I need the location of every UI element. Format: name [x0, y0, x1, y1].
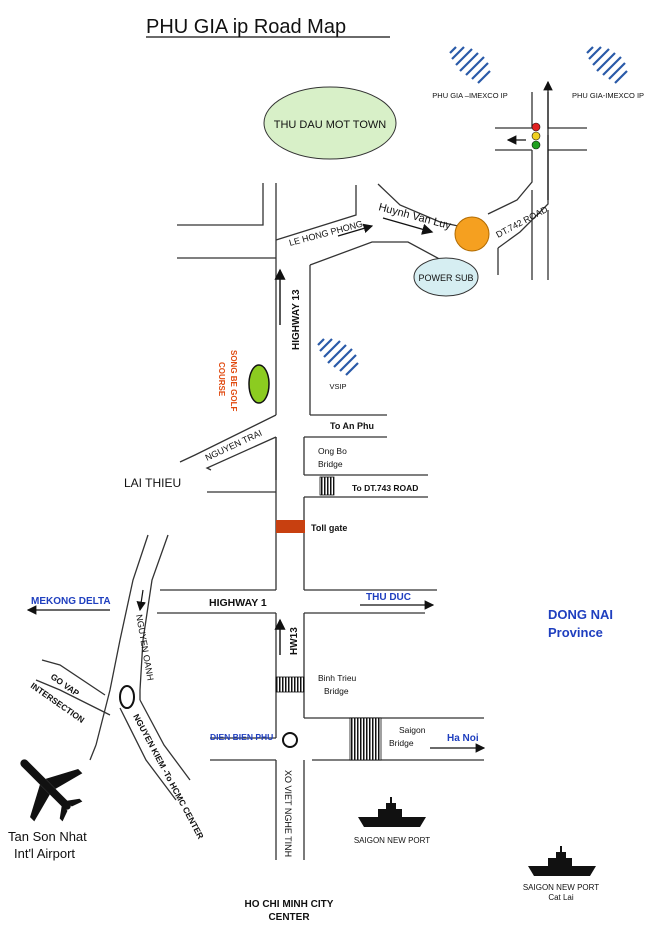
- thu-dau-mot-town-label: THU DAU MOT TOWN: [274, 119, 387, 131]
- nguyen-kiem-label: NGUYEN KIEM -To HCMC CENTER: [131, 712, 206, 840]
- nguyen-trai-label: NGUYEN TRAI: [204, 428, 264, 463]
- mekong-delta-label: MEKONG DELTA: [31, 596, 111, 607]
- golf-course-area: [248, 364, 270, 404]
- hw13-label: HW13: [289, 627, 300, 655]
- dien-bien-phu-label: DIEN BIEN PHU: [210, 732, 273, 742]
- ship-icon: [528, 846, 596, 876]
- saigon-bridge-label: Saigon: [399, 725, 426, 735]
- phu-gia-imexco-ip-right-label: PHU GIA-IMEXCO IP: [572, 91, 644, 100]
- ong-bo-bridge-marker: [319, 476, 335, 496]
- airport-label-2: Int'l Airport: [14, 846, 75, 861]
- cat-lai-label: Cat Lai: [548, 893, 574, 902]
- toll-gate-marker: [276, 520, 305, 533]
- highway-13-label: HIGHWAY 13: [291, 289, 302, 350]
- direction-arrow-icon: [337, 223, 374, 237]
- road-network: [35, 92, 587, 860]
- power-sub-label: POWER SUB: [418, 273, 473, 283]
- dien-bien-phu-roundabout: [282, 732, 298, 748]
- thu-duc-label: THU DUC: [366, 592, 411, 603]
- ha-noi-label: Ha Noi: [447, 733, 479, 744]
- dong-nai-province-label: Province: [548, 625, 603, 640]
- roundabout-marker: [454, 216, 490, 252]
- ip-logo-icon: [448, 45, 492, 85]
- song-be-golf-course-label: COURSE: [217, 362, 226, 397]
- dong-nai-label: DONG NAI: [548, 607, 613, 622]
- toll-gate-label: Toll gate: [311, 523, 347, 533]
- direction-arrow-icon: [136, 589, 146, 612]
- dt742-road-label: DT.742 ROAD: [494, 204, 549, 240]
- airplane-icon: [20, 759, 83, 822]
- nguyen-oanh-label: NGUYEN OANH: [134, 614, 155, 682]
- hcmc-center-label-2: CENTER: [268, 912, 310, 923]
- ip-logo-icon: [316, 337, 360, 377]
- highway-1-label: HIGHWAY 1: [209, 597, 267, 609]
- thu-dau-mot-town-area: [263, 86, 397, 160]
- xo-viet-nghe-tinh-label: XO VIET NGHE TINH: [283, 770, 293, 857]
- ip-logo-icon: [585, 45, 629, 85]
- saigon-new-port-label: SAIGON NEW PORT: [354, 836, 430, 845]
- ong-bo-bridge-label: Ong Bo: [318, 446, 347, 456]
- ship-icon: [358, 797, 426, 827]
- ong-bo-bridge-label-2: Bridge: [318, 459, 343, 469]
- to-dt743-road-label: To DT.743 ROAD: [352, 483, 418, 493]
- go-vap-roundabout: [119, 685, 135, 709]
- direction-arrow-icon: [382, 217, 434, 235]
- vsip-label: VSIP: [329, 382, 346, 391]
- airport-label: Tan Son Nhat: [8, 829, 87, 844]
- to-an-phu-label: To An Phu: [330, 421, 374, 431]
- saigon-new-port-cat-lai-label: SAIGON NEW PORT: [523, 883, 599, 892]
- map-title: PHU GIA ip Road Map: [146, 16, 346, 38]
- traffic-light-icon: [531, 122, 541, 150]
- power-sub-area: [413, 257, 479, 297]
- lai-thieu-label: LAI THIEU: [124, 476, 181, 490]
- saigon-bridge-marker: [349, 717, 382, 761]
- binh-trieu-bridge-label-2: Bridge: [324, 686, 349, 696]
- binh-trieu-bridge-marker: [275, 676, 305, 693]
- song-be-golf-label: SONG BE GOLF: [229, 350, 238, 411]
- saigon-bridge-label-2: Bridge: [389, 738, 414, 748]
- binh-trieu-bridge-label: Binh Trieu: [318, 673, 357, 683]
- phu-gia-imexco-ip-left-label: PHU GIA –IMEXCO IP: [432, 91, 507, 100]
- hcmc-center-label: HO CHI MINH CITY: [245, 899, 334, 910]
